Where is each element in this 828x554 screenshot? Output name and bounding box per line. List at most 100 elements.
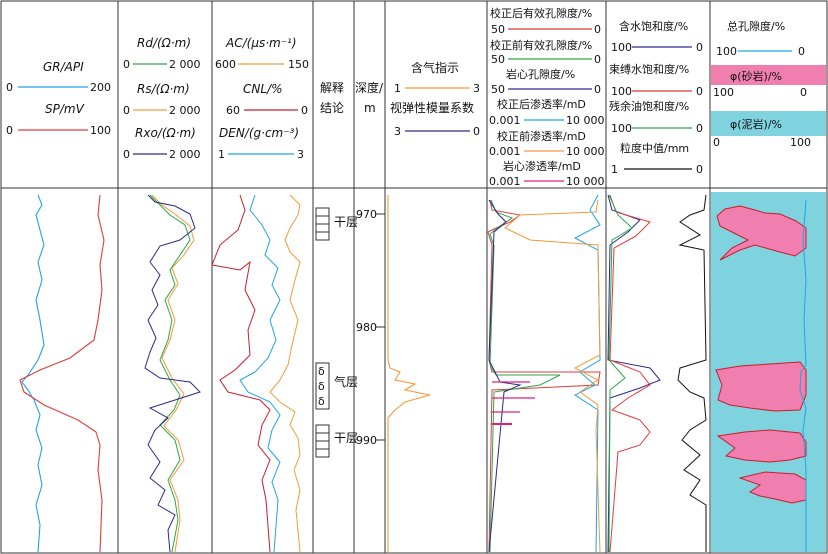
- den-max: 3: [297, 148, 304, 161]
- cnl-min: 60: [226, 104, 240, 117]
- elastic-min: 3: [394, 125, 401, 138]
- p1-min: 50: [491, 23, 505, 36]
- p2-max: 0: [594, 53, 601, 66]
- p2-label: 校正前有效孔隙度/%: [490, 38, 592, 52]
- interp-label-2: 结论: [320, 101, 344, 115]
- ac-label: AC/(μs·m⁻¹): [225, 36, 297, 50]
- porosity-corrected-curve: [487, 199, 601, 553]
- sand-min: 100: [713, 86, 734, 99]
- swb-min: 100: [611, 85, 632, 98]
- elastic-label: 视弹性模量系数: [390, 100, 474, 115]
- p1-label: 校正后有效孔隙度/%: [490, 6, 592, 20]
- header-total: 总孔隙度/% 100 0 φ(砂岩)/% 100 0 φ(泥岩)/% 0 100: [711, 19, 826, 149]
- den-label: DEN/(g·cm⁻³): [219, 126, 299, 140]
- gr-max: 200: [90, 81, 111, 94]
- rxo-max: 2 000: [169, 148, 201, 161]
- sw-label: 含水饱和度/%: [619, 19, 688, 33]
- den-min: 1: [218, 148, 225, 161]
- den-curve: [239, 194, 281, 553]
- gas-body: [387, 195, 431, 552]
- phi-min: 100: [716, 45, 737, 58]
- rd-min: 0: [123, 58, 130, 71]
- rxo-min: 0: [123, 148, 130, 161]
- rs-curve: [151, 194, 195, 553]
- rd-max: 2 000: [169, 58, 201, 71]
- total-porosity-body: [711, 192, 826, 552]
- sand-fill-1: [716, 205, 807, 261]
- perm-corrected-curve: [573, 194, 601, 553]
- mud-legend-box: [711, 111, 826, 136]
- perm-before-curve: [504, 199, 601, 553]
- k3-max: 10 000: [566, 175, 605, 188]
- sp-min: 0: [6, 124, 13, 137]
- sand-fill-3: [716, 429, 807, 463]
- interp-label-1: 解释: [320, 81, 344, 95]
- header-track2: Rd/(Ω·m) 0 2 000 Rs/(Ω·m) 0 2 000 Rxo/(Ω…: [123, 36, 201, 161]
- track1-body: [19, 194, 105, 553]
- sor-curve: [608, 194, 633, 553]
- zone-label-3: 干层: [334, 431, 358, 445]
- k3-min: 0.001: [489, 175, 521, 188]
- sand-label: φ(砂岩)/%: [730, 69, 782, 83]
- gr-min: 0: [6, 81, 13, 94]
- p3-max: 0: [594, 83, 601, 96]
- rs-max: 2 000: [169, 104, 201, 117]
- k1-max: 10 000: [566, 114, 605, 127]
- sor-max: 0: [696, 122, 703, 135]
- zone-delta-3: δ: [318, 395, 325, 408]
- gas-ind-min: 1: [394, 82, 401, 95]
- p2-min: 50: [491, 53, 505, 66]
- grain-max: 0: [696, 163, 703, 176]
- cnl-max: 0: [301, 104, 308, 117]
- rxo-curve: [144, 194, 201, 553]
- k3-label: 岩心渗透率/mD: [503, 159, 581, 173]
- ac-curve: [269, 194, 301, 553]
- k2-min: 0.001: [489, 145, 521, 158]
- header-track3: AC/(μs·m⁻¹) 600 150 CNL/% 60 0 DEN/(g·cm…: [215, 36, 309, 161]
- sat-body: [607, 194, 707, 553]
- sor-min: 100: [611, 122, 632, 135]
- sw-curve: [607, 194, 661, 553]
- grain-min: 1: [611, 163, 618, 176]
- grain-label: 粒度中值/mm: [620, 141, 689, 155]
- header-depth: 深度/ m: [355, 80, 384, 115]
- mud-max: 100: [790, 136, 811, 149]
- rd-label: Rd/(Ω·m): [137, 36, 191, 50]
- depth-tick-980: 980: [356, 321, 377, 334]
- p3-min: 50: [491, 83, 505, 96]
- k1-label: 校正后渗透率/mD: [497, 97, 586, 111]
- k2-max: 10 000: [566, 145, 605, 158]
- phi-max: 0: [798, 45, 805, 58]
- k2-label: 校正前渗透率/mD: [497, 129, 586, 143]
- zone-delta-1: δ: [318, 365, 325, 378]
- elastic-max: 0: [473, 125, 480, 138]
- depth-label-1: 深度/: [355, 80, 384, 95]
- depth-tick-990: 990: [356, 434, 377, 447]
- sand-fill-2: [715, 361, 807, 412]
- gas-ind-max: 3: [473, 82, 480, 95]
- gr-label: GR/API: [43, 60, 84, 74]
- sp-label: SP/mV: [45, 102, 85, 116]
- header-gas: 含气指示 1 3 视弹性模量系数 3 0: [390, 60, 480, 138]
- header-sat: 含水饱和度/% 100 0 束缚水饱和度/% 100 0 残余油饱和度/% 10…: [609, 19, 703, 176]
- sand-legend-box: [711, 65, 826, 85]
- gas-title: 含气指示: [411, 60, 459, 75]
- track2-body: [144, 194, 201, 553]
- zone-box-2: [315, 362, 330, 410]
- header-poro: 校正后有效孔隙度/% 50 0 校正前有效孔隙度/% 50 0 岩心孔隙度/% …: [489, 6, 605, 188]
- rs-label: Rs/(Ω·m): [137, 82, 190, 96]
- mud-min: 0: [713, 136, 720, 149]
- rd-curve: [149, 194, 191, 553]
- depth-label-2: m: [364, 101, 376, 115]
- swb-curve: [609, 194, 651, 553]
- phi-label: 总孔隙度/%: [727, 19, 785, 33]
- sand-max: 0: [800, 86, 807, 99]
- ac-max: 150: [288, 58, 309, 71]
- zone-delta-2: δ: [318, 380, 325, 393]
- p3-label: 岩心孔隙度/%: [506, 67, 575, 81]
- porosity-core-curve: [488, 199, 522, 553]
- sw-max: 0: [696, 41, 703, 54]
